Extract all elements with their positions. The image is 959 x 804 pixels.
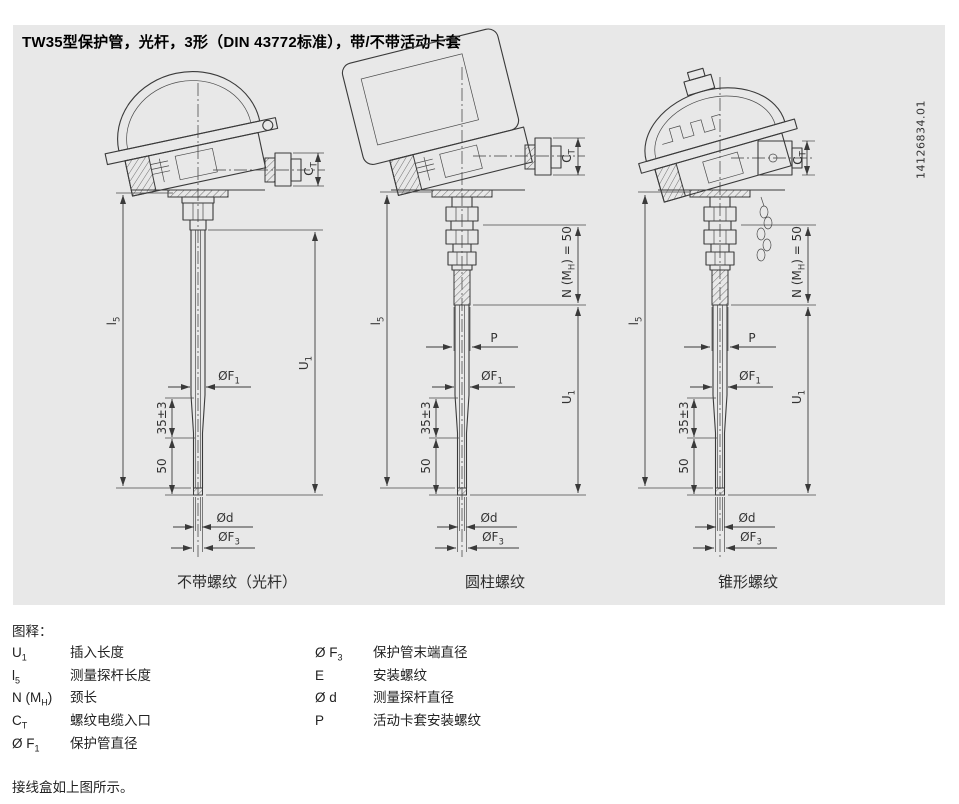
dim-label-taper: 35±3 xyxy=(155,401,169,435)
diagram-plain-shank xyxy=(104,71,325,557)
dim-label-p: P xyxy=(490,331,498,345)
dim-label-f3: ØF3 xyxy=(740,530,762,548)
dim-label-f1: ØF1 xyxy=(218,369,240,387)
cable-entry-block xyxy=(757,140,803,176)
dim-label-d: Ød xyxy=(480,511,498,525)
cable-gland xyxy=(264,152,302,187)
chain xyxy=(756,196,773,262)
round-connection-head xyxy=(638,67,798,203)
diagram-panel: TW35型保护管，光杆，3形（DIN 43772标准），带/不带活动卡套 xyxy=(13,25,945,605)
dim-label-p: P xyxy=(748,331,756,345)
dim-label-tip: 50 xyxy=(155,458,169,474)
dim-label-taper: 35±3 xyxy=(419,401,433,435)
dim-label-neck: N (MH) = 50 xyxy=(560,226,578,298)
dim-label-l5: l5 xyxy=(105,316,123,326)
dim-label-f1: ØF1 xyxy=(481,369,503,387)
legend-item-n: N (MH)颈长 xyxy=(12,690,97,709)
dim-label-d: Ød xyxy=(216,511,234,525)
dim-label-tip: 50 xyxy=(677,458,691,474)
cable-gland xyxy=(524,137,562,176)
caption-plain-shank: 不带螺纹（光杆） xyxy=(176,574,298,591)
diagram-cylindrical-thread xyxy=(341,28,586,557)
dim-label-tip: 50 xyxy=(419,458,433,474)
dim-label-taper: 35±3 xyxy=(677,401,691,435)
footer-note: 接线盒如上图所示。 xyxy=(12,780,134,795)
dim-label-f3: ØF3 xyxy=(482,530,504,548)
dim-label-u1: U1 xyxy=(297,355,315,371)
page-title: TW35型保护管，光杆，3形（DIN 43772标准），带/不带活动卡套 xyxy=(22,34,461,51)
dim-label-ct: CT xyxy=(791,151,809,165)
technical-line-art xyxy=(104,28,816,557)
dome-connection-head xyxy=(104,71,279,197)
dim-label-u1: U1 xyxy=(790,389,808,405)
drawing-number: 14126834.01 xyxy=(914,100,928,179)
dim-label-f3: ØF3 xyxy=(218,530,240,548)
diagram-tapered-thread xyxy=(638,67,816,557)
caption-tapered-thread: 锥形螺纹 xyxy=(717,574,779,591)
dim-label-l5: l5 xyxy=(627,316,645,326)
dim-label-ct: CT xyxy=(560,149,578,163)
box-connection-head xyxy=(341,28,533,197)
dim-label-neck: N (MH) = 50 xyxy=(790,226,808,298)
dim-label-f1: ØF1 xyxy=(739,369,761,387)
dim-label-d: Ød xyxy=(738,511,756,525)
caption-cylindrical-thread: 圆柱螺纹 xyxy=(464,574,526,591)
dim-label-l5: l5 xyxy=(369,316,387,326)
dim-label-u1: U1 xyxy=(560,389,578,405)
dim-label-ct: CT xyxy=(302,162,320,176)
legend-heading: 图释： xyxy=(12,624,53,639)
